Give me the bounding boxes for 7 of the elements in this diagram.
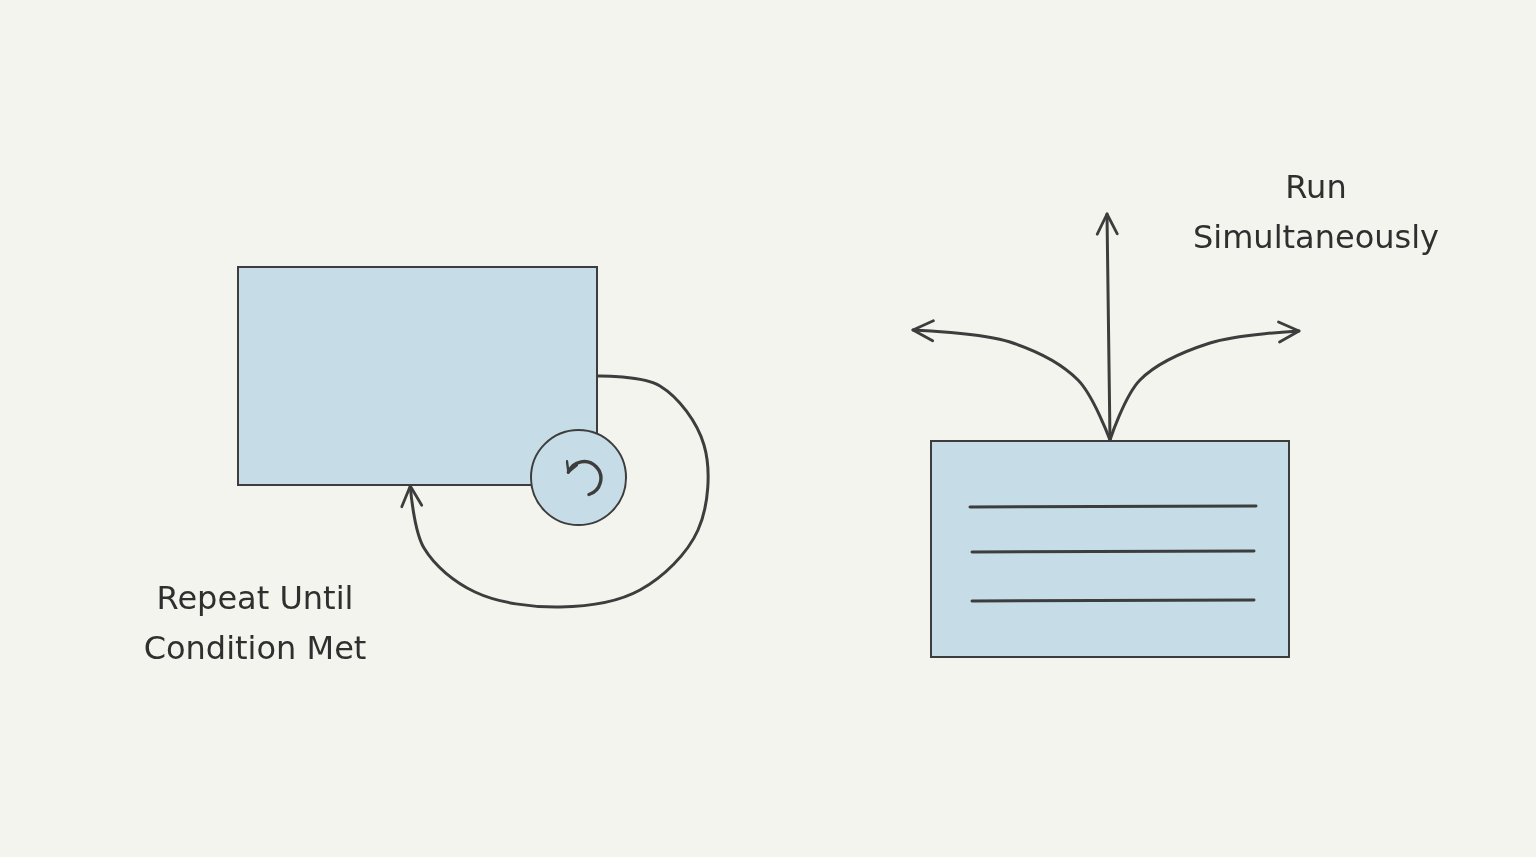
curved-arrow (911, 319, 1112, 442)
process-box (930, 440, 1290, 658)
annotation-text: Run Simultaneously (1192, 167, 1440, 258)
annotation-text: Repeat Until Condition Met (142, 578, 368, 669)
curved-arrow (1108, 320, 1301, 442)
process-box (237, 266, 598, 486)
curved-arrow (400, 374, 710, 609)
